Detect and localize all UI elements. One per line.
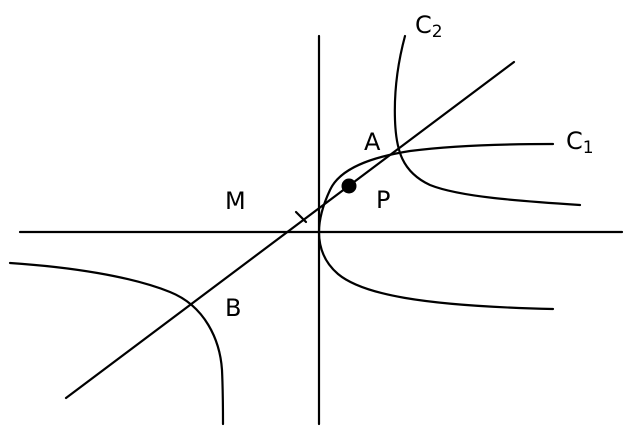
- point-p: [341, 178, 357, 194]
- tick-m: [294, 210, 308, 224]
- curve-c2-upper-branch: [393, 34, 582, 207]
- label-p: P: [376, 186, 390, 214]
- label-b: B: [225, 294, 241, 322]
- curve-c2-lower-branch: [8, 261, 225, 426]
- label-a: A: [364, 128, 381, 156]
- curve-c1: [317, 142, 555, 311]
- label-c2: C2: [415, 11, 443, 42]
- tangent-line: [64, 60, 516, 400]
- label-m: M: [225, 187, 246, 215]
- label-c1: C1: [566, 127, 594, 158]
